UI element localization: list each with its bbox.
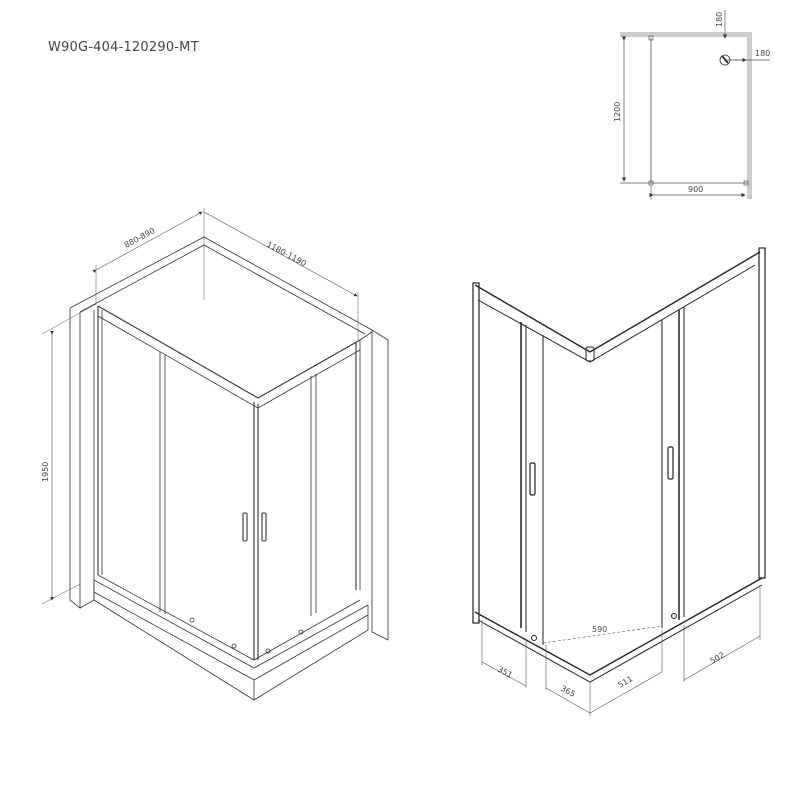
entry-diagonal-label: 590 [592, 625, 607, 634]
offset-right-label: 180 [755, 49, 770, 58]
door-handle-icon [667, 446, 674, 480]
width-range-label: 1180-1190 [265, 240, 308, 268]
plan-view: 180 180 1200 900 [613, 10, 770, 200]
door-handle-icon [261, 512, 267, 542]
height-label: 1950 [41, 462, 50, 482]
right-fixed-label: 502 [709, 650, 727, 665]
iso-view-right [472, 247, 766, 683]
right-dimensions [481, 585, 761, 716]
model-title: W90G-404-120290-MT [48, 40, 199, 55]
plan-depth-label: 1200 [613, 102, 622, 122]
iso-view-left [41, 208, 389, 701]
offset-top-label: 180 [715, 12, 724, 27]
plan-width-label: 900 [688, 185, 703, 194]
right-door-label: 511 [617, 674, 635, 689]
door-handle-icon [529, 462, 536, 496]
wall-right [747, 32, 752, 199]
door-handle-icon [242, 512, 248, 542]
wall-top [620, 32, 752, 37]
